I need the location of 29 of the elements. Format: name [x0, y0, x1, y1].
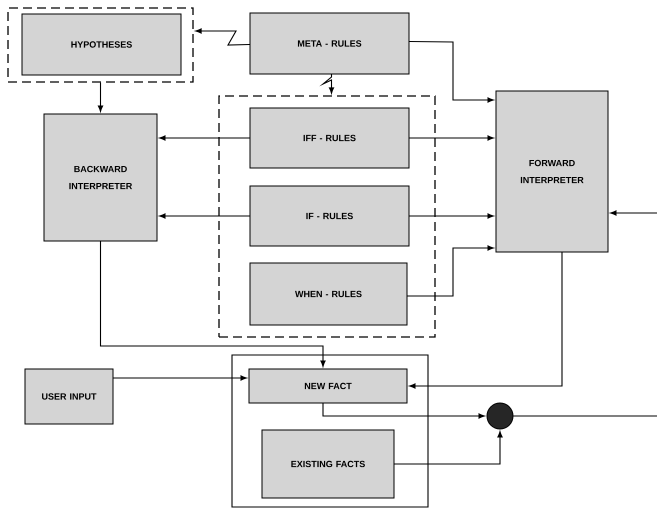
group-box — [231, 354, 429, 508]
arrow — [100, 242, 326, 367]
arrow — [322, 404, 485, 419]
process-box: FORWARD INTERPRETER — [496, 90, 608, 252]
process-box: META - RULES — [250, 12, 410, 74]
process-box: IF - RULES — [250, 186, 410, 246]
arrow — [394, 431, 503, 465]
process-box: BACKWARD INTERPRETER — [44, 114, 158, 242]
process-box: EXISTING FACTS — [262, 430, 394, 498]
process-box: WHEN - RULES — [250, 262, 408, 326]
group-box — [7, 7, 194, 83]
process-box: HYPOTHESES — [22, 14, 182, 76]
process-box: IFF - RULES — [250, 108, 410, 168]
arrow — [195, 28, 250, 46]
arrow — [114, 375, 247, 381]
arrow — [610, 210, 657, 216]
arrow — [319, 74, 334, 94]
arrow — [409, 252, 563, 389]
arrow — [410, 40, 494, 103]
arrow — [159, 213, 250, 219]
process-box: NEW FACT — [248, 368, 408, 404]
arrow — [410, 135, 494, 141]
junction-dot — [486, 402, 514, 430]
arrow — [98, 82, 104, 112]
group-box — [218, 95, 436, 338]
arrow — [408, 245, 494, 297]
arrow — [159, 135, 250, 141]
process-box: USER INPUT — [24, 368, 114, 424]
arrow — [410, 213, 494, 219]
